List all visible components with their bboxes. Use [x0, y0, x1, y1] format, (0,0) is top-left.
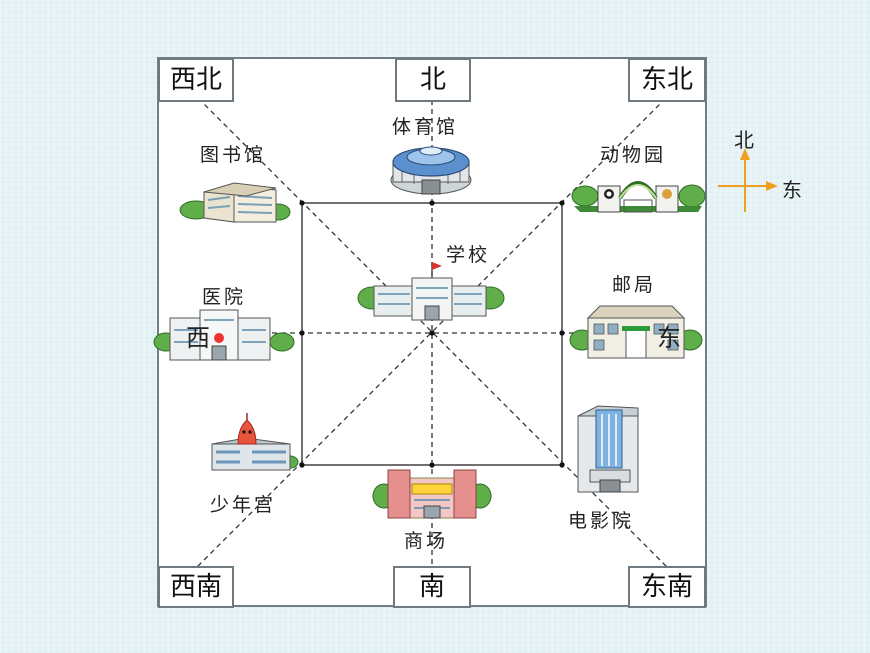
place-label-mall: 商场 — [404, 530, 449, 552]
direction-southwest-label: 西南 — [169, 572, 222, 602]
place-label-youth-palace: 少年宫 — [210, 494, 277, 516]
place-label-zoo: 动物园 — [600, 144, 667, 166]
corner-dots — [299, 200, 565, 468]
cinema-building-icon — [577, 405, 639, 493]
direction-north-label: 北 — [419, 65, 446, 95]
direction-southwest-box: 西南 — [158, 566, 234, 608]
place-label-stadium: 体育馆 — [392, 116, 459, 138]
direction-northwest-label: 西北 — [169, 65, 222, 95]
zoo-gate-icon — [571, 181, 706, 213]
direction-northeast-box: 东北 — [628, 58, 706, 102]
direction-west-label: 西 — [186, 324, 210, 352]
stadium-building-icon — [390, 146, 472, 195]
hospital-building-icon — [153, 309, 295, 361]
diagonal-ne-sw — [159, 59, 705, 605]
direction-southeast-label: 东南 — [640, 572, 693, 602]
post-office-building-icon — [569, 305, 703, 359]
place-label-school: 学校 — [446, 244, 491, 266]
place-label-cinema: 电影院 — [568, 510, 635, 532]
direction-south-box: 南 — [393, 566, 471, 608]
shopping-mall-building-icon — [372, 469, 492, 519]
school-building-icon — [357, 262, 505, 321]
direction-southeast-box: 东南 — [628, 566, 706, 608]
compass-east-label: 东 — [782, 178, 802, 202]
library-building-icon — [179, 182, 291, 223]
compass-icon — [718, 148, 778, 212]
place-label-library: 图书馆 — [200, 144, 267, 166]
direction-east-label: 东 — [657, 324, 681, 352]
diagonal-nw-se — [159, 59, 705, 605]
direction-northwest-box: 西北 — [158, 58, 234, 102]
direction-south-label: 南 — [418, 572, 445, 602]
youth-palace-building-icon — [211, 413, 299, 471]
direction-northeast-label: 东北 — [640, 65, 693, 95]
compass-north-label: 北 — [734, 128, 754, 152]
place-label-hospital: 医院 — [202, 286, 247, 308]
direction-north-box: 北 — [395, 58, 471, 102]
place-label-post-office: 邮局 — [612, 274, 657, 296]
